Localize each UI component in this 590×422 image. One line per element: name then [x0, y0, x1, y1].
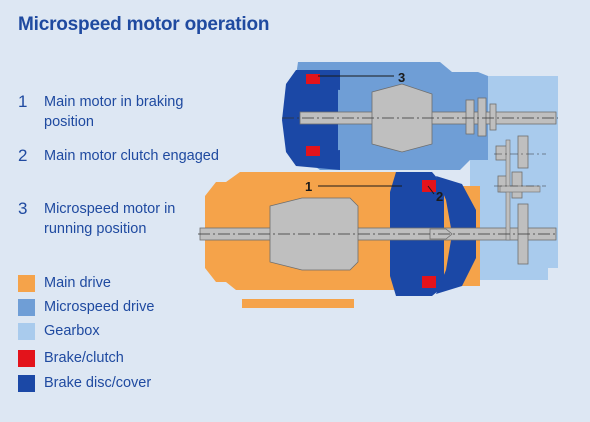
main-drive-base-plate — [242, 299, 354, 308]
legend-label-gearbox: Gearbox — [44, 323, 100, 339]
legend-swatch-gearbox — [18, 323, 35, 340]
page-title: Microspeed motor operation — [18, 14, 270, 35]
microspeed-brake-pad-bottom — [306, 146, 320, 156]
step-1-number: 1 — [18, 92, 28, 111]
callout-2: 2 — [436, 189, 443, 204]
callout-3: 3 — [398, 70, 405, 85]
step-2-number: 2 — [18, 146, 28, 165]
gear-d — [511, 171, 523, 199]
main-clutch-pad-top — [422, 180, 436, 192]
gear-b — [517, 135, 529, 169]
microspeed-coupling-c — [489, 103, 497, 131]
microspeed-coupling-a — [465, 99, 475, 135]
callout-1: 1 — [305, 179, 312, 194]
microspeed-brake-pad-top — [306, 74, 320, 84]
microspeed-coupling-b — [477, 97, 487, 137]
step-2-text: Main motor clutch engaged — [44, 148, 219, 164]
legend-label-brake-disc-cover: Brake disc/cover — [44, 375, 152, 391]
callout-2-leader — [427, 185, 435, 195]
main-clutch-pad-bottom — [422, 276, 436, 288]
microspeed-brake-cover — [282, 70, 340, 170]
step-3-number: 3 — [18, 199, 28, 218]
legend-swatch-brake-disc-cover — [18, 375, 35, 392]
gearbox-shaft-h — [499, 185, 541, 193]
legend-label-brake-clutch: Brake/clutch — [44, 350, 124, 366]
step-1-text: Main motor in braking position — [44, 94, 184, 130]
legend-swatch-main-drive — [18, 275, 35, 292]
legend-label-microspeed-drive: Microspeed drive — [44, 299, 155, 315]
step-3-text: Microspeed motor in running position — [44, 201, 176, 237]
legend-swatch-brake-clutch — [18, 350, 35, 367]
legend-label-main-drive: Main drive — [44, 275, 111, 291]
legend-swatch-microspeed-drive — [18, 299, 35, 316]
